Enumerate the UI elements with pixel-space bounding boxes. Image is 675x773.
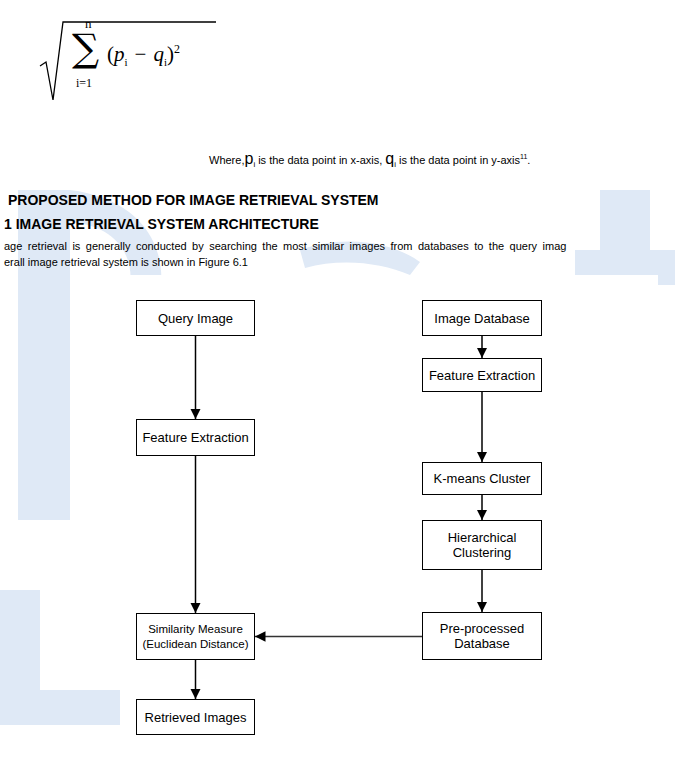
sum-lower-limit: i=1 [76,76,92,91]
box-text-group: Similarity Measure (Euclidean Distance) [140,622,251,652]
formula-parenthesis: ) [167,42,174,66]
box-label: Similarity Measure (Euclidean Distance) [140,622,251,652]
body-text: erall image retrieval system is shown in… [4,256,248,268]
flow-arrow [255,636,422,638]
formula-operator: − [128,42,154,66]
formula-exponent: 2 [174,42,180,56]
formula-subscript: i [125,56,128,68]
box-text-group: K-means Cluster [434,471,531,486]
process-box: Feature Extraction [136,419,255,456]
flow-arrow [481,570,483,612]
box-label: Hierarchical Clustering [426,530,538,560]
formula-note: Where,piis the data point in x-axis,qiis… [209,150,530,169]
process-box: K-means Cluster [422,462,542,495]
figure-background [127,275,658,773]
process-box: Feature Extraction [422,358,542,392]
box-text-group: Hierarchical Clustering [426,530,538,560]
box-text-group: Query Image [158,311,233,326]
note-subscript: i [394,160,396,169]
process-box: Query Image [136,300,255,336]
formula-parenthesis: ( [107,42,114,66]
formula-subscript: i [164,56,167,68]
process-box: Image Database [422,300,542,336]
formula-variable: q [153,42,164,66]
box-label: K-means Cluster [434,471,531,486]
note-text: is the data point in y-axis [399,154,520,166]
box-text-group: Pre-processed Database [426,621,538,651]
formula-body: (pi−qi)2 [107,42,180,68]
process-box: Retrieved Images [136,699,255,735]
sum-symbol: ∑ [72,26,99,70]
box-label: Feature Extraction [429,368,535,383]
flow-arrow [481,336,483,358]
note-text: Where, [209,154,244,166]
box-label: Image Database [434,311,529,326]
section-heading: PROPOSED METHOD FOR IMAGE RETRIEVAL SYST… [8,192,379,208]
flow-arrow [481,392,483,462]
formula-variable: p [114,42,125,66]
flow-arrow [195,336,197,419]
watermark-shape [0,590,120,725]
subsection-heading: 1 IMAGE RETRIEVAL SYSTEM ARCHITECTURE [4,216,319,232]
box-label: Query Image [158,311,233,326]
process-box: Pre-processed Database [422,612,542,660]
box-label: Feature Extraction [142,430,248,445]
flow-arrow [481,495,483,520]
flow-arrow [195,456,197,613]
box-text-group: Retrieved Images [145,710,247,725]
note-variable: q [385,150,394,167]
watermark-shape [18,190,70,520]
box-text-group: Feature Extraction [142,430,248,445]
process-box: Hierarchical Clustering [422,520,542,570]
box-label: Retrieved Images [145,710,247,725]
process-box: Similarity Measure (Euclidean Distance) [136,613,255,660]
note-subscript: i [253,160,255,169]
box-text-group: Image Database [434,311,529,326]
note-text: is the data point in x-axis, [258,154,382,166]
box-label: Pre-processed Database [426,621,538,651]
flow-arrow [195,660,197,699]
reference-number: 11 [520,153,527,160]
square-root-sign [40,22,216,100]
note-variable: p [244,150,253,167]
body-text: age retrieval is generally conducted by … [4,240,566,252]
box-text-group: Feature Extraction [429,368,535,383]
note-text: . [527,154,530,166]
